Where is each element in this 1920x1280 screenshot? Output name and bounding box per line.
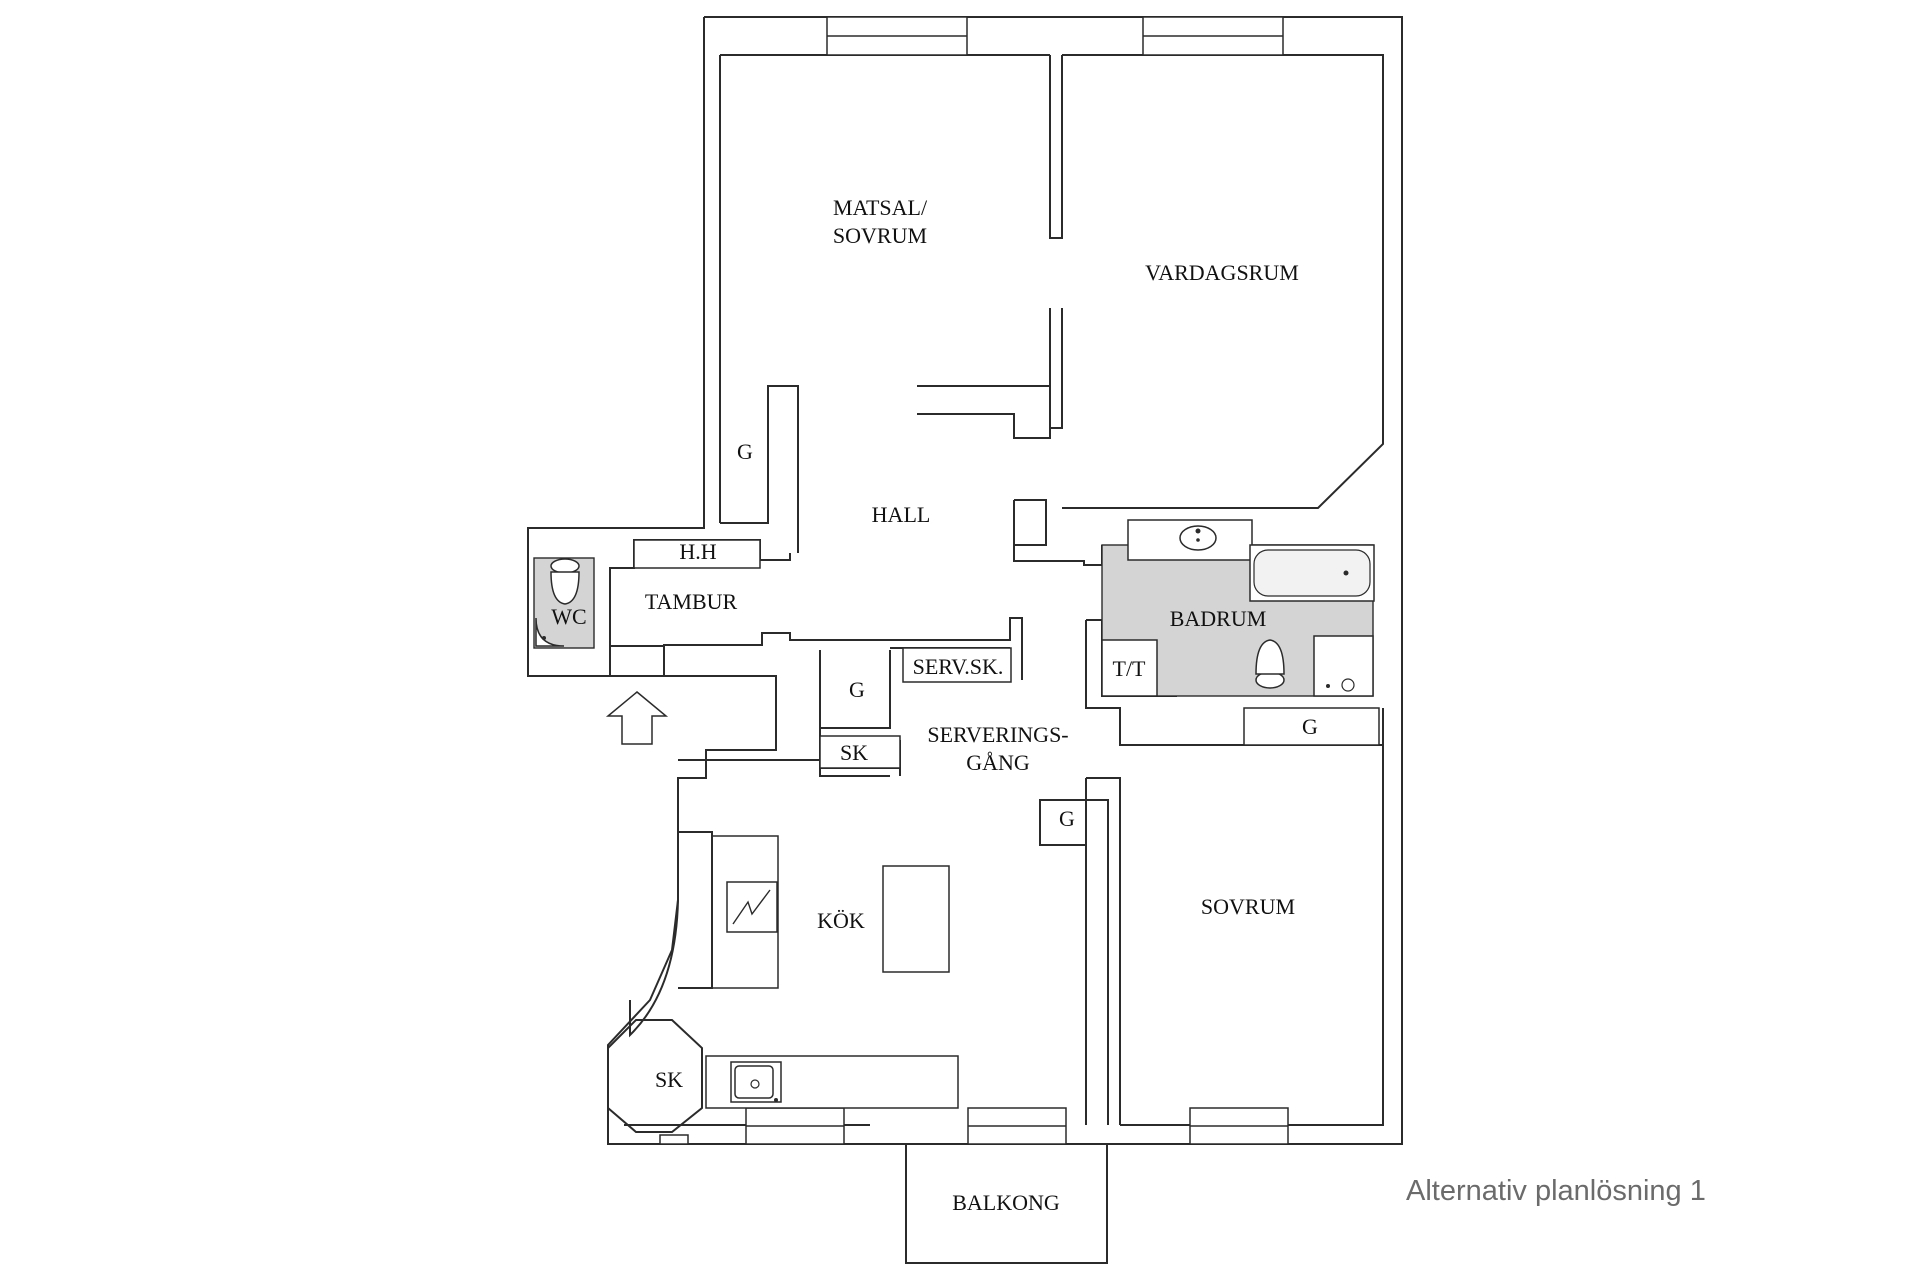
label-vardagsrum: VARDAGSRUM: [1145, 260, 1299, 285]
room-labels: MATSAL/ SOVRUM VARDAGSRUM HALL G H.H TAM…: [551, 195, 1318, 1215]
bathtub-icon: [1249, 544, 1375, 602]
label-sk-serv: SK: [840, 740, 868, 765]
label-balkong: BALKONG: [952, 1190, 1060, 1215]
windows: [745, 16, 1289, 1145]
label-serveringsgang-line2: GÅNG: [966, 750, 1030, 775]
label-hall: HALL: [872, 502, 931, 527]
label-matsal-line1: MATSAL/: [833, 195, 928, 220]
label-tambur: TAMBUR: [645, 589, 738, 614]
label-kok: KÖK: [817, 908, 865, 933]
label-wc: WC: [551, 604, 586, 629]
label-serveringsgang-line1: SERVERINGS-: [927, 722, 1068, 747]
kitchen-sink-icon: [730, 1061, 782, 1103]
g-badrum-cabinet: [1243, 707, 1380, 746]
label-g-sovrum: G: [1059, 806, 1075, 831]
kitchen-curved-wall: [629, 899, 679, 1038]
toilet-icon: [1255, 639, 1285, 689]
label-tt: T/T: [1113, 656, 1147, 681]
shower-icon: [1313, 635, 1374, 697]
label-badrum: BADRUM: [1170, 606, 1267, 631]
stove-icon: [726, 881, 778, 933]
label-g-hall: G: [737, 439, 753, 464]
hh-cabinet: [633, 539, 761, 569]
label-servsk: SERV.SK.: [913, 654, 1004, 679]
label-g-serv: G: [849, 677, 865, 702]
tt-cabinet: [1101, 639, 1158, 697]
servsk-cabinet: [902, 647, 1012, 683]
label-g-badrum: G: [1302, 714, 1318, 739]
label-matsal-line2: SOVRUM: [833, 223, 927, 248]
kitchen-island: [882, 865, 950, 973]
plan-caption: Alternativ planlösning 1: [1406, 1175, 1706, 1207]
sk-serv-cabinet: [819, 735, 901, 769]
entrance-arrow-icon: [605, 691, 669, 745]
label-sovrum: SOVRUM: [1201, 894, 1295, 919]
sink-icon: [1179, 525, 1217, 551]
toilet-icon: [550, 558, 580, 605]
shower-icon: [535, 617, 565, 647]
label-hh: H.H: [679, 539, 716, 564]
label-sk-kok: SK: [655, 1067, 683, 1092]
